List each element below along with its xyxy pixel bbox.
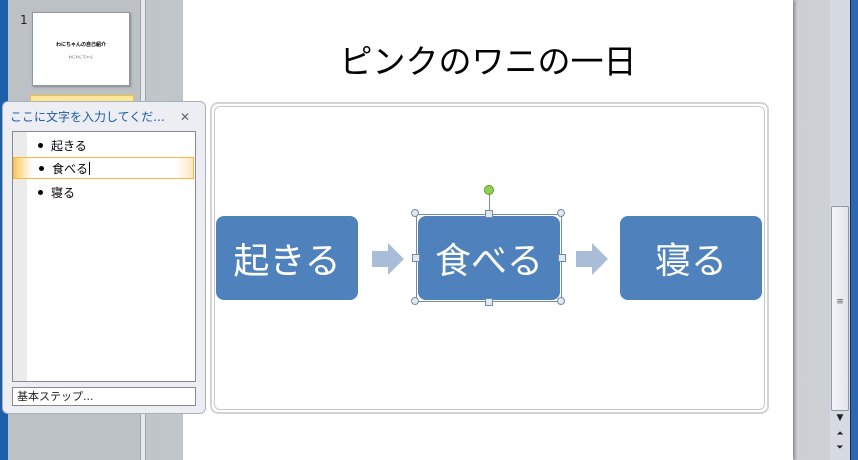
resize-handle[interactable] xyxy=(412,254,420,262)
text-cursor xyxy=(89,161,91,175)
thumb-subtitle: わにわにちゃん xyxy=(68,55,94,59)
step-box-2[interactable]: 食べる xyxy=(418,216,560,300)
resize-handle[interactable] xyxy=(485,298,493,306)
step-box-1[interactable]: 起きる xyxy=(216,216,358,300)
bullet-icon xyxy=(39,165,44,171)
item-text: 食べる xyxy=(52,161,89,176)
list-gutter xyxy=(13,132,27,381)
item-text: 起きる xyxy=(51,138,87,153)
bullet-icon xyxy=(38,189,43,195)
list-item-selected[interactable]: 食べる xyxy=(13,157,194,179)
list-item[interactable]: 起きる xyxy=(13,134,194,156)
resize-handle[interactable] xyxy=(558,254,566,262)
resize-handle[interactable] xyxy=(557,297,565,305)
smartart-frame[interactable] xyxy=(210,102,769,414)
list-item[interactable]: 寝る xyxy=(13,181,194,203)
slide-number: 1 xyxy=(20,13,28,27)
rotate-stem xyxy=(489,194,490,214)
window-edge xyxy=(850,0,858,460)
thumb-title: わにちゃんの自己紹介 xyxy=(55,42,106,48)
resize-handle[interactable] xyxy=(411,209,419,217)
arrow-right-icon xyxy=(576,243,608,275)
item-text: 寝る xyxy=(51,185,76,200)
previous-slide-button[interactable]: ⏶ xyxy=(836,429,844,439)
close-icon[interactable]: ✕ xyxy=(180,110,191,124)
text-pane-title: ここに文字を入力してくだ... xyxy=(10,110,165,124)
bullet-icon xyxy=(38,142,43,148)
scroll-down-button[interactable]: ▼ xyxy=(836,413,844,423)
layout-description-link[interactable]: 基本ステップ... xyxy=(12,387,196,406)
rotate-handle[interactable] xyxy=(484,185,494,195)
resize-handle[interactable] xyxy=(557,209,565,217)
scrollbar-thumb[interactable]: ≡ xyxy=(831,206,849,411)
arrow-right-icon xyxy=(372,243,404,275)
smartart-inner-frame xyxy=(214,106,765,410)
next-slide-button[interactable]: ⏷ xyxy=(836,443,844,453)
slide-thumbnail[interactable]: わにちゃんの自己紹介 わにわにちゃん xyxy=(32,12,130,86)
step-box-3[interactable]: 寝る xyxy=(620,216,762,300)
resize-handle[interactable] xyxy=(485,210,493,218)
selection-outline xyxy=(416,214,562,302)
resize-handle[interactable] xyxy=(411,297,419,305)
slide-title[interactable]: ピンクのワニの一日 xyxy=(339,42,637,81)
